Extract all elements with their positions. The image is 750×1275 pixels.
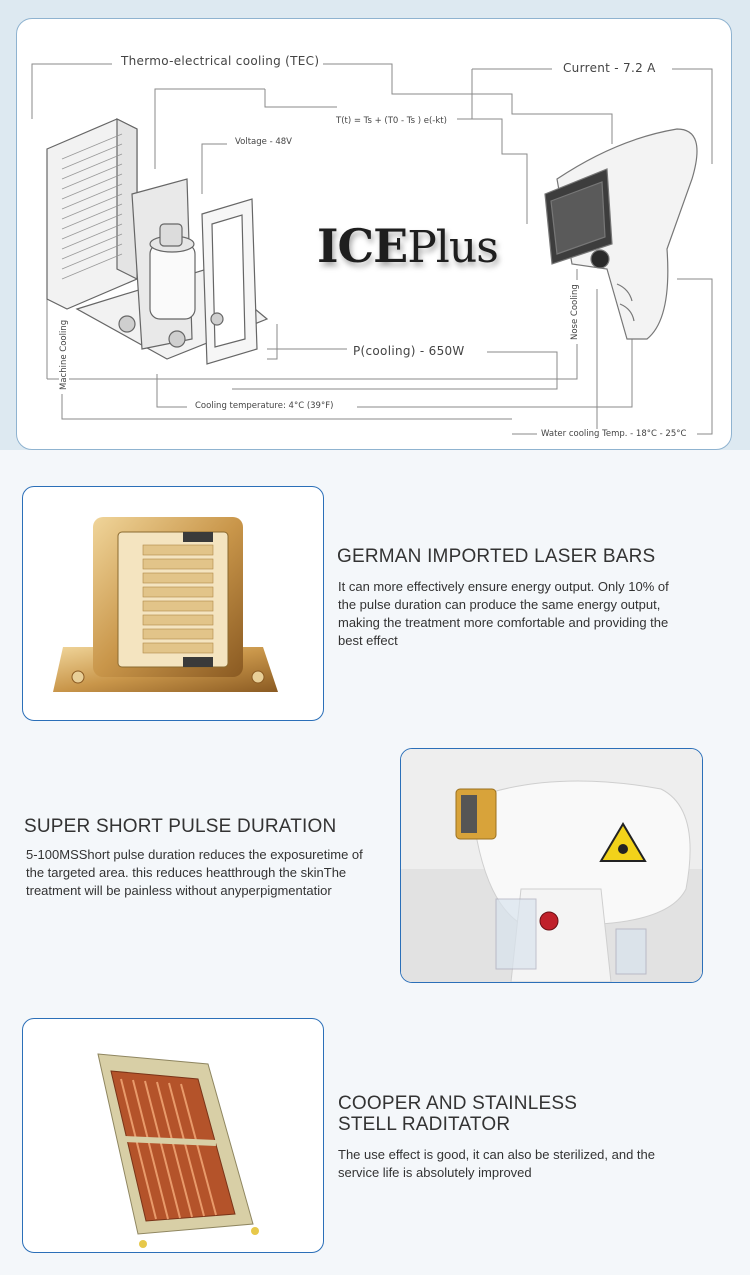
- feature-title-radiator-line2: STELL RADITATOR: [338, 1114, 511, 1135]
- tec-label: Thermo-electrical cooling (TEC): [117, 54, 324, 68]
- p-cooling-label: P(cooling) - 650W: [349, 344, 469, 358]
- laser-bar-image: [22, 486, 324, 721]
- current-label: Current - 7.2 A: [559, 61, 660, 75]
- feature-title-pulse-duration: SUPER SHORT PULSE DURATION: [24, 816, 337, 837]
- brand-suffix: Plus: [407, 222, 499, 273]
- feature-title-laser-bars: GERMAN IMPORTED LASER BARS: [337, 546, 656, 567]
- cooling-diagram-graphic: [31, 63, 713, 435]
- brand-main: ICE: [317, 219, 408, 273]
- cooling-temp-label: Cooling temperature: 4°C (39°F): [191, 401, 338, 411]
- brand-logo: ICEPlus: [317, 219, 499, 273]
- feature-title-radiator-line1: COOPER AND STAINLESS: [338, 1093, 578, 1114]
- feature-title-radiator: COOPER AND STAINLESS STELL RADITATOR: [338, 1093, 577, 1135]
- water-temp-label: Water cooling Temp. - 18°C - 25°C: [537, 429, 691, 439]
- feature-desc-radiator: The use effect is good, it can also be s…: [338, 1147, 656, 1180]
- voltage-label: Voltage - 48V: [231, 137, 296, 147]
- radiator-image: [22, 1018, 324, 1253]
- handpiece-image: [400, 748, 703, 983]
- cooling-diagram-card: Thermo-electrical cooling (TEC) Current …: [16, 18, 732, 450]
- feature-desc-laser-bars: It can more effectively ensure energy ou…: [338, 579, 669, 648]
- machine-cooling-label: Machine Cooling: [59, 315, 69, 394]
- formula-label: T(t) = Ts + (T0 - Ts ) e(-kt): [332, 116, 451, 126]
- feature-desc-pulse-duration: 5-100MSShort pulse duration reduces the …: [26, 847, 363, 898]
- nose-cooling-label: Nose Cooling: [570, 280, 580, 344]
